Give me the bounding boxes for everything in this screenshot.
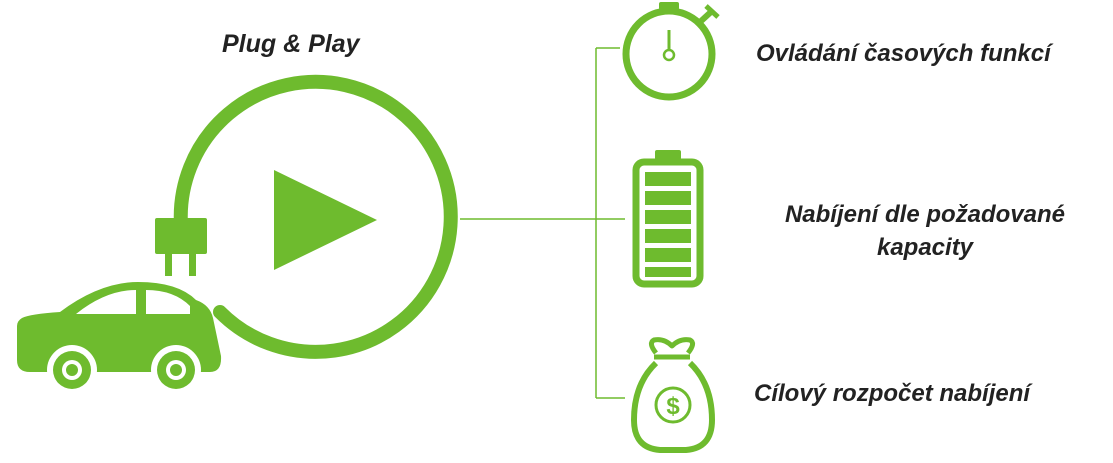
connector-lines: [460, 47, 625, 399]
stopwatch-icon: [622, 2, 720, 101]
battery-icon: [632, 150, 704, 288]
cable-icon: [173, 74, 458, 359]
feature-label-time-functions: Ovládání časových funkcí: [756, 40, 1051, 67]
money-bag-icon: [631, 337, 715, 453]
currency-symbol: $: [666, 393, 680, 420]
feature-label-charging-budget: Cílový rozpočet nabíjení: [754, 380, 1031, 407]
battery-level-bars: [645, 172, 691, 277]
feature-label-capacity-charging: Nabíjení dle požadované kapacity: [784, 201, 1066, 261]
plug-icon: [155, 218, 207, 276]
diagram-title: Plug & Play: [222, 30, 360, 58]
car-icon: [17, 282, 222, 395]
play-icon: [274, 170, 377, 270]
